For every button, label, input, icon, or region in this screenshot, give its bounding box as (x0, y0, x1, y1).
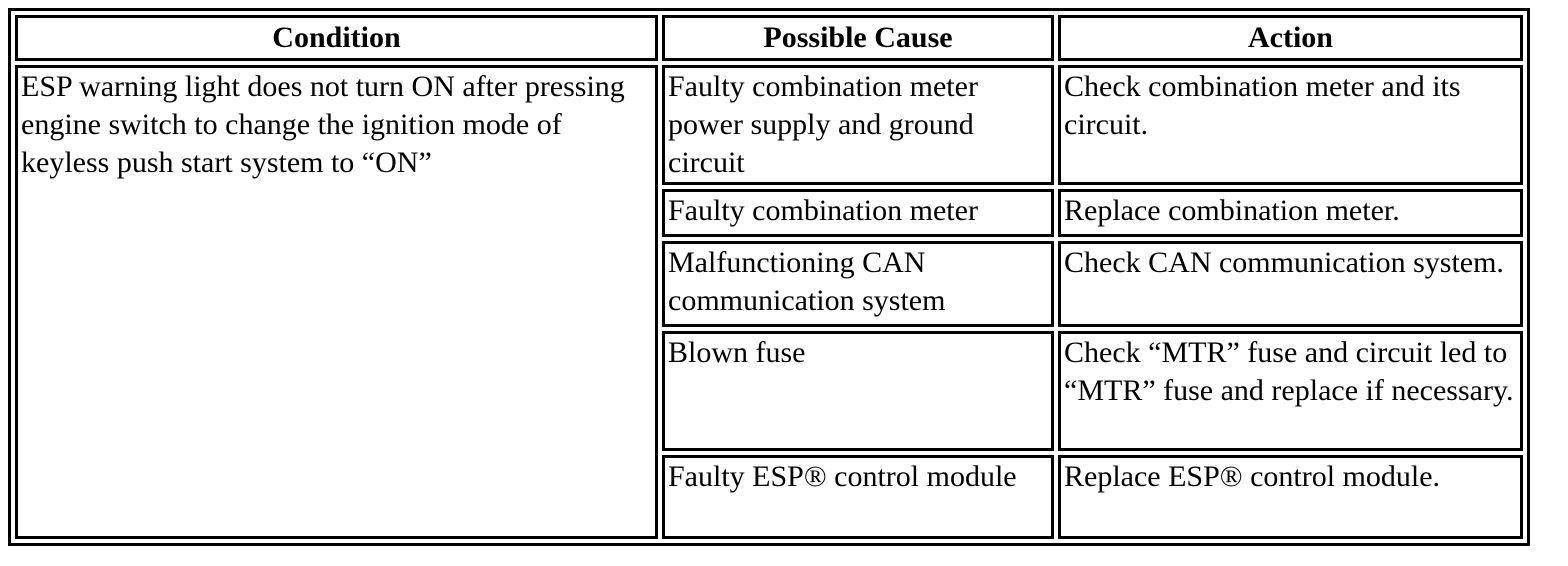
condition-cell: ESP warning light does not turn ON after… (15, 65, 658, 539)
table-row: Malfunctioning CAN communication system … (15, 241, 1523, 327)
table-row: Faulty combination meter Replace combina… (15, 189, 1523, 237)
action-cell: Check CAN communication system. (1058, 241, 1523, 327)
action-cell: Replace ESP® control module. (1058, 455, 1523, 539)
table-row: ESP warning light does not turn ON after… (15, 65, 1523, 539)
column-header-action: Action (1058, 15, 1523, 61)
table-row: Blown fuse Check “MTR” fuse and circuit … (15, 331, 1523, 451)
action-cell: Check “MTR” fuse and circuit led to “MTR… (1058, 331, 1523, 451)
column-header-possible-cause: Possible Cause (662, 15, 1054, 61)
cause-cell: Faulty ESP® control module (662, 455, 1054, 539)
action-cell: Check combination meter and its circuit. (1058, 65, 1523, 185)
cause-cell: Faulty combination meter (662, 189, 1054, 237)
troubleshooting-table: Condition Possible Cause Action ESP warn… (8, 8, 1530, 546)
action-cell: Replace combination meter. (1058, 189, 1523, 237)
cause-cell: Blown fuse (662, 331, 1054, 451)
column-header-condition: Condition (15, 15, 658, 61)
header-row: Condition Possible Cause Action (15, 15, 1523, 61)
table-row: Faulty ESP® control module Replace ESP® … (15, 455, 1523, 539)
cause-cell: Faulty combination meter power supply an… (662, 65, 1054, 185)
cause-cell: Malfunctioning CAN communication system (662, 241, 1054, 327)
